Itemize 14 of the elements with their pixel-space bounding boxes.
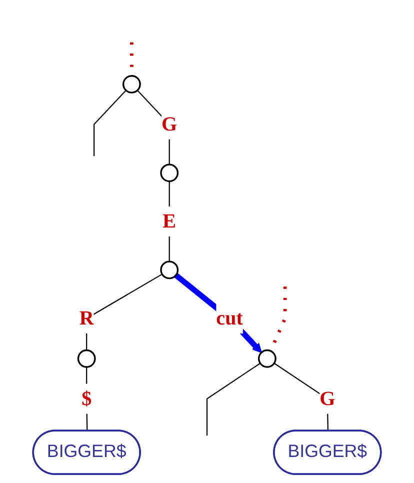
connector — [206, 362, 261, 436]
edge-label: E — [162, 210, 176, 232]
arrow — [174, 273, 262, 353]
edge-label: $ — [82, 387, 92, 410]
node-circle — [122, 75, 141, 94]
node-circle — [258, 349, 276, 368]
connector — [94, 90, 126, 156]
node-circle — [160, 260, 179, 280]
edge-label: G — [162, 112, 178, 135]
edge-label: G — [320, 387, 336, 410]
node-circle — [77, 349, 96, 368]
node-circle — [160, 164, 179, 182]
edge-label: R — [79, 306, 94, 330]
edge-label: cut — [216, 306, 243, 330]
